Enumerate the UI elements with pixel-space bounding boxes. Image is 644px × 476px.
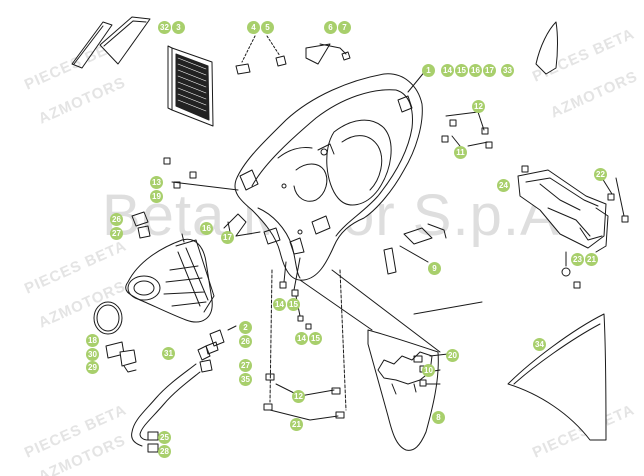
callout-5: 5 <box>261 21 274 34</box>
leader-line <box>299 269 441 353</box>
washer-23 <box>561 251 581 289</box>
callout-23: 23 <box>571 253 584 266</box>
callout-10: 10 <box>422 364 435 377</box>
callout-31: 31 <box>162 347 175 360</box>
leader-line <box>269 383 339 421</box>
leader-line <box>269 269 273 403</box>
screw <box>263 403 273 411</box>
callout-16: 16 <box>469 64 482 77</box>
callout-14: 14 <box>441 64 454 77</box>
callout-18: 18 <box>86 334 99 347</box>
hose-fittings <box>197 325 237 373</box>
callout-27: 27 <box>110 227 123 240</box>
bracket-16-17 <box>223 213 261 237</box>
airbox <box>234 73 423 281</box>
callout-19: 19 <box>150 190 163 203</box>
callout-15: 15 <box>287 298 300 311</box>
callout-34: 34 <box>533 338 546 351</box>
leader-line <box>413 301 483 315</box>
callout-26: 26 <box>110 213 123 226</box>
callout-15: 15 <box>455 64 468 77</box>
callout-3: 3 <box>172 21 185 34</box>
callout-30: 30 <box>86 348 99 361</box>
callout-9: 9 <box>428 262 441 275</box>
intake-duct <box>125 233 215 323</box>
callout-11: 11 <box>454 146 467 159</box>
callout-33: 33 <box>501 64 514 77</box>
callout-35: 35 <box>239 373 252 386</box>
air-filter-foam <box>71 16 151 69</box>
callout-28: 28 <box>158 445 171 458</box>
callout-21: 21 <box>585 253 598 266</box>
callout-12: 12 <box>292 390 305 403</box>
callout-6: 6 <box>324 21 337 34</box>
callout-7: 7 <box>338 21 351 34</box>
callout-26: 26 <box>239 335 252 348</box>
callout-16: 16 <box>200 222 213 235</box>
callout-24: 24 <box>497 179 510 192</box>
screw <box>335 411 345 419</box>
callout-21: 21 <box>290 418 303 431</box>
filter-cage <box>167 45 214 127</box>
clamp-bracket <box>517 165 629 253</box>
clamp-ring <box>93 301 123 335</box>
mudguard <box>367 329 449 451</box>
callout-1: 1 <box>422 64 435 77</box>
callout-8: 8 <box>432 411 445 424</box>
bracket-6-7 <box>305 43 351 65</box>
callout-2: 2 <box>239 321 252 334</box>
callout-20: 20 <box>446 349 459 362</box>
callout-14: 14 <box>295 332 308 345</box>
leader-line <box>339 269 347 411</box>
callout-4: 4 <box>247 21 260 34</box>
center-clips <box>383 223 447 275</box>
breather-hose <box>131 363 201 453</box>
callout-25: 25 <box>158 431 171 444</box>
screws-13-19 <box>163 157 239 191</box>
fittings-4-5 <box>235 35 287 75</box>
leader-line <box>451 135 489 147</box>
callout-12: 12 <box>472 100 485 113</box>
callout-13: 13 <box>150 176 163 189</box>
callout-14: 14 <box>273 298 286 311</box>
grommets-26-27 <box>131 211 151 239</box>
callout-17: 17 <box>221 231 234 244</box>
block-30-29 <box>105 341 137 373</box>
callout-29: 29 <box>86 361 99 374</box>
screw <box>331 387 341 395</box>
callout-15: 15 <box>309 332 322 345</box>
clips <box>441 119 493 149</box>
screw <box>265 373 275 381</box>
leader-line <box>445 111 485 131</box>
callout-27: 27 <box>239 359 252 372</box>
callout-17: 17 <box>483 64 496 77</box>
side-panel <box>507 313 607 441</box>
cover <box>535 21 558 75</box>
callout-22: 22 <box>594 168 607 181</box>
callout-32: 32 <box>158 21 171 34</box>
